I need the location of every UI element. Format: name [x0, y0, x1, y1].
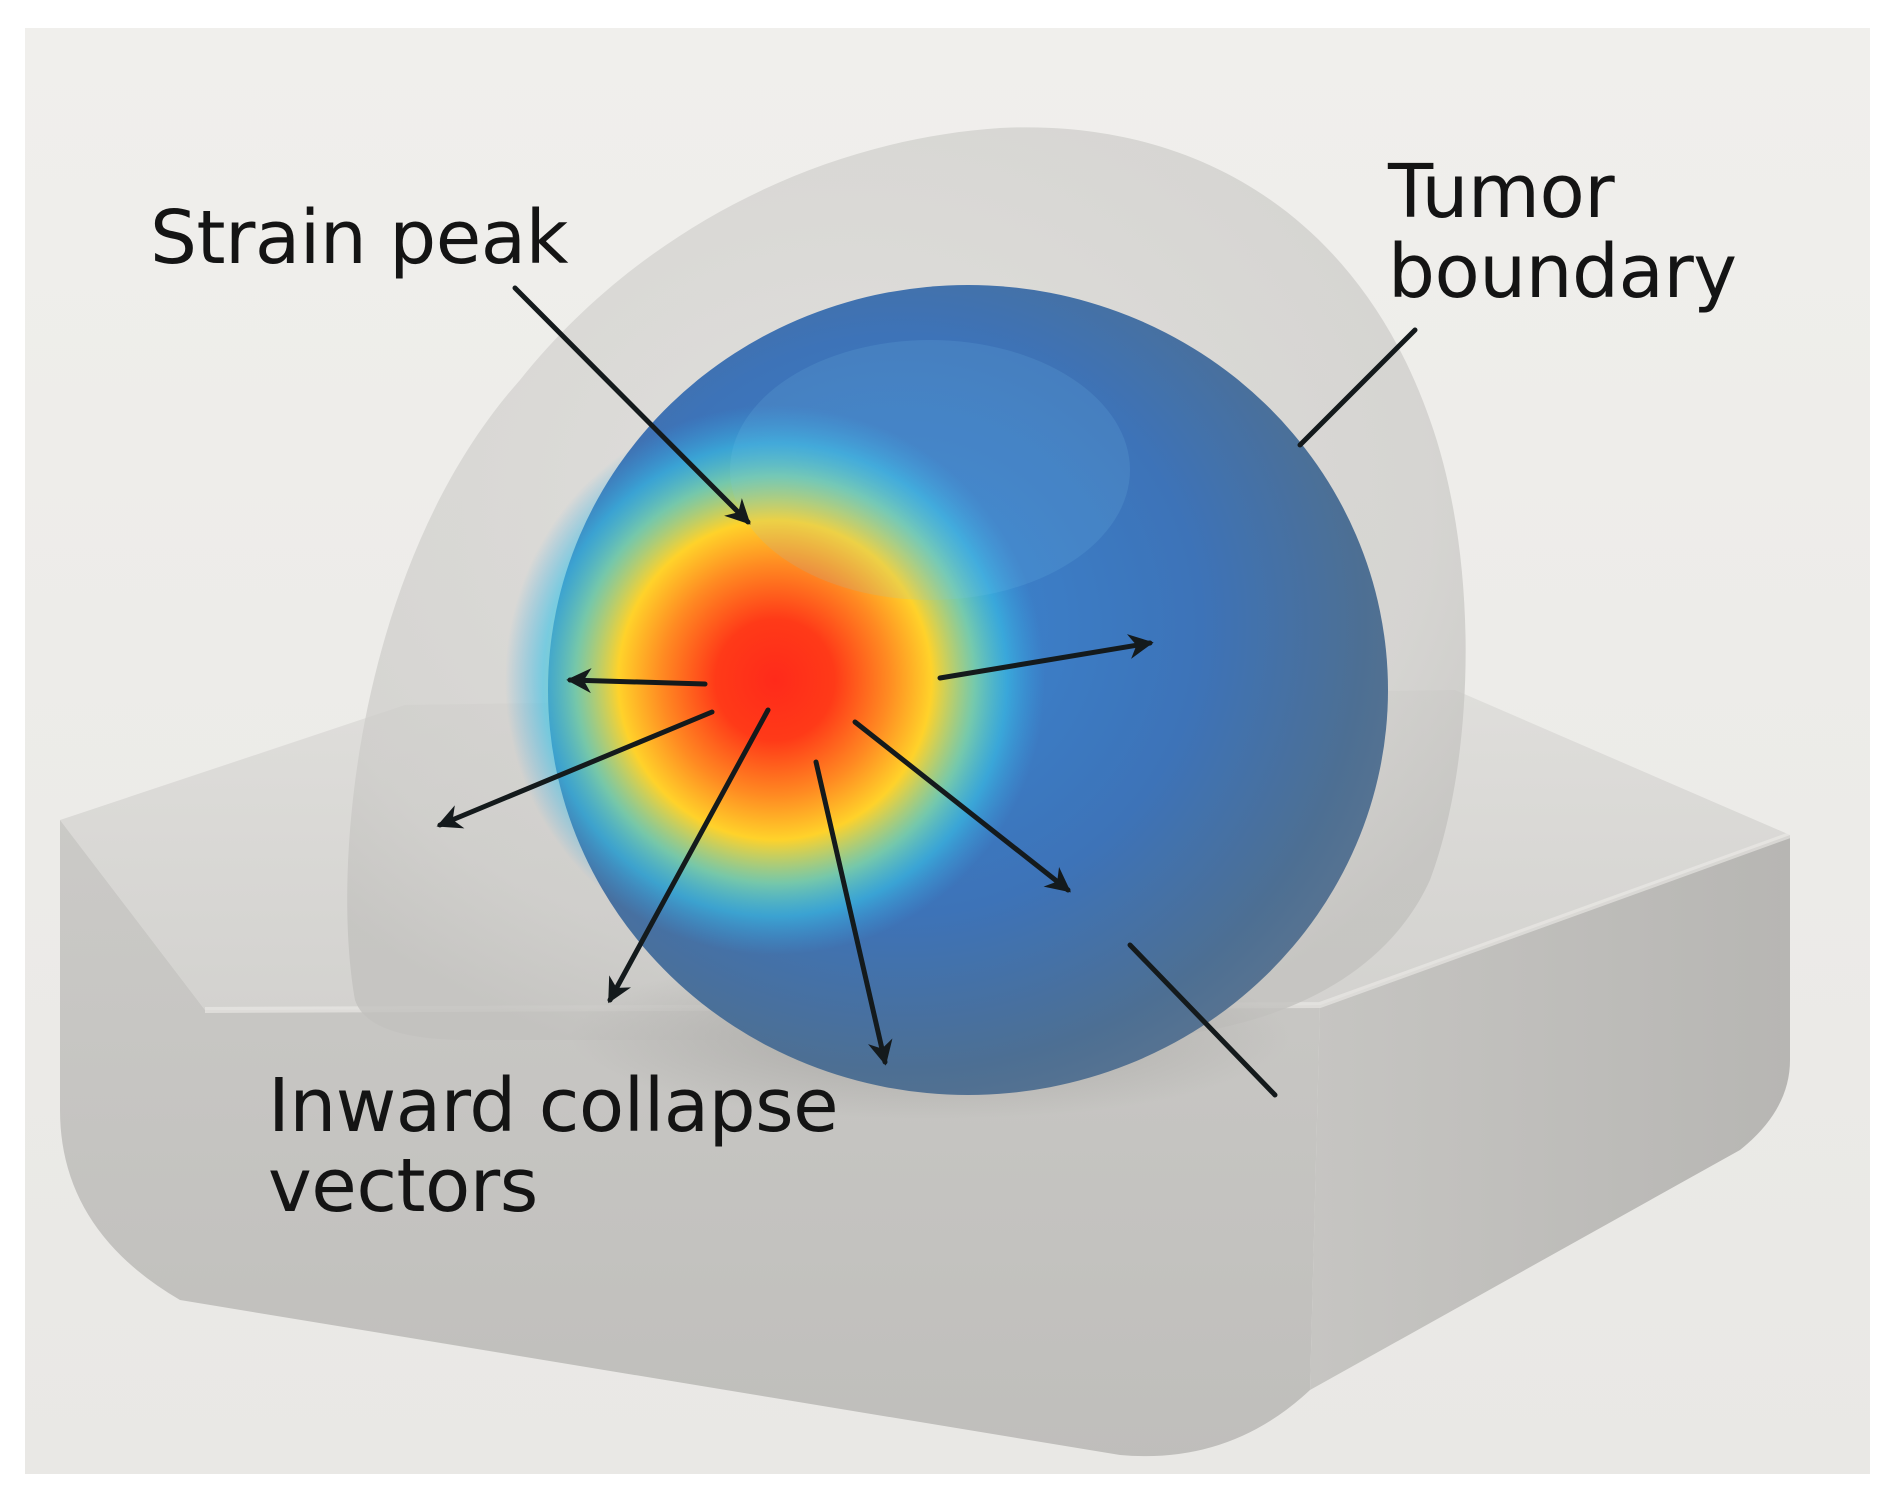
- inward-collapse-line1: Inward collapse: [268, 1063, 839, 1149]
- gel-slab-right: [1310, 835, 1790, 1390]
- inward-collapse-label: Inward collapse vectors: [268, 1063, 839, 1229]
- inner-boundary-pointer: [1127, 942, 1278, 1098]
- tumor-sphere: [505, 285, 1388, 1095]
- vector-arrow: [813, 759, 893, 1066]
- vector-arrow: [566, 668, 708, 694]
- vector-arrow: [436, 709, 715, 829]
- vector-arrow: [852, 719, 1071, 893]
- tumor-boundary-line1: Tumor: [1388, 149, 1615, 235]
- strain-peak-text: Strain peak: [150, 195, 568, 281]
- sphere-highlight: [730, 340, 1130, 600]
- collapse-vectors: [436, 634, 1154, 1066]
- strain-peak-pointer: [512, 285, 751, 525]
- tumor-boundary-pointer: [1297, 327, 1418, 448]
- strain-heatmap: [505, 405, 1045, 955]
- tumor-boundary-label: Tumor boundary: [1388, 152, 1737, 312]
- vector-arrow: [937, 634, 1154, 681]
- vector-arrow: [607, 707, 771, 1004]
- leader-lines: [512, 285, 1418, 1098]
- gel-slab-front: [60, 820, 1320, 1457]
- strain-peak-label: Strain peak: [150, 198, 568, 278]
- tumor-boundary-line2: boundary: [1388, 229, 1737, 315]
- inward-collapse-line2: vectors: [268, 1143, 538, 1229]
